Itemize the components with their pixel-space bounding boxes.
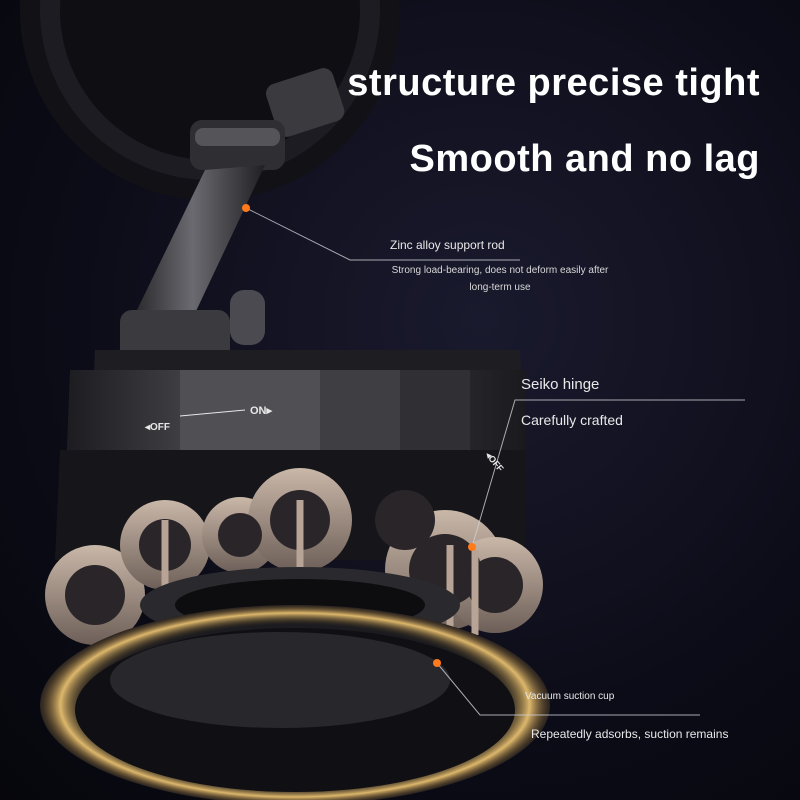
rod-callout-desc: Strong load-bearing, does not deform eas… (380, 262, 620, 296)
on-label: ON▸ (250, 405, 273, 417)
rod-callout-title: Zinc alloy support rod (390, 238, 505, 252)
suction-callout-title: Vacuum suction cup (525, 691, 615, 702)
hinge-callout-desc: Carefully crafted (521, 412, 623, 428)
headline-line2: Smooth and no lag (409, 138, 760, 180)
suction-marker (433, 659, 441, 667)
rod-callout-desc-line1: Strong load-bearing, does not deform eas… (391, 265, 609, 276)
support-rod (120, 165, 265, 345)
rod-leader-line (245, 207, 520, 261)
off-label-left: ◂OFF (144, 422, 170, 433)
hinge-callout-title: Seiko hinge (521, 376, 600, 393)
rod-marker (242, 204, 250, 212)
callout-markers (242, 204, 476, 667)
top-hinge (190, 68, 345, 170)
headline-line1: structure precise tight (347, 62, 760, 104)
hinge-marker (468, 543, 476, 551)
mount-disc (20, 0, 400, 200)
hinge-leader-line (471, 399, 745, 548)
rod-callout-desc-line2: long-term use (469, 282, 531, 293)
suction-callout-desc: Repeatedly adsorbs, suction remains (531, 727, 729, 741)
suction-leader-line (436, 662, 700, 716)
suction-cup (40, 605, 550, 800)
